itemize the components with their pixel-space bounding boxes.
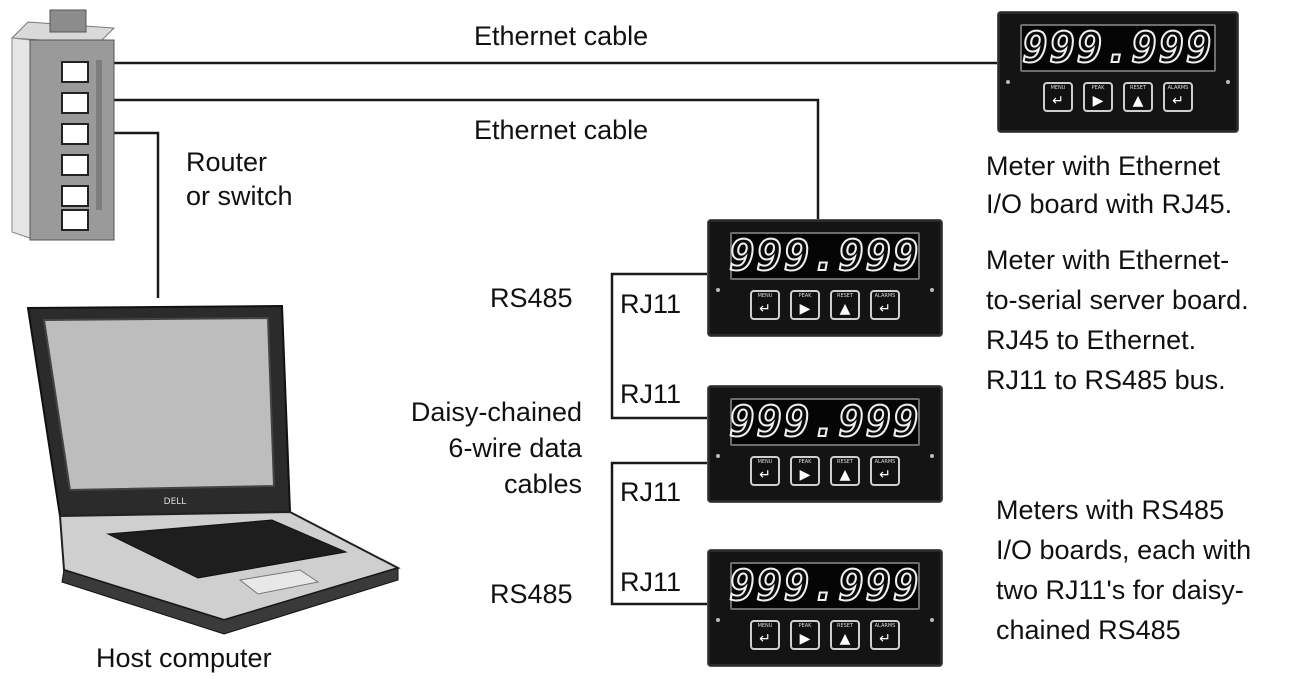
meter-eth-desc-line1: Meter with Ethernet [986,151,1221,181]
rj11-label-2: RJ11 [620,379,682,409]
rj11-label-1: RJ11 [620,289,682,319]
menu-key: MENU↵ [750,456,780,486]
rs485-label-top: RS485 [490,283,573,313]
meter-serial-desc-line4: RJ11 to RS485 bus. [986,365,1226,395]
rj11-label-4: RJ11 [620,567,682,597]
laptop-brand: DELL [164,497,187,507]
meter-keys: MENU↵ PEAK▶ RESET▲ ALARMS↵ [998,82,1238,112]
router-port-6 [61,209,89,231]
reset-key: RESET▲ [830,620,860,650]
rj11-label-3: RJ11 [620,477,682,507]
meter-display-value: 999.999 [728,397,921,446]
router-to-laptop-line [112,131,160,298]
router-label-line2: or switch [186,181,293,211]
router-port-2 [61,92,89,114]
meter-eth-desc-line2: I/O board with RJ45. [986,189,1233,219]
meters-rs485-desc-line4: chained RS485 [996,615,1181,645]
meters-rs485-desc-line1: Meters with RS485 [996,495,1225,525]
peak-key: PEAK▶ [1083,82,1113,112]
connection-lines [112,61,998,606]
meter-keys: MENU↵ PEAK▶ RESET▲ ALARMS↵ [708,620,942,650]
meter-serial-desc-line2: to-serial server board. [986,285,1249,315]
reset-key: RESET▲ [830,290,860,320]
peak-key: PEAK▶ [790,620,820,650]
router-switch [10,9,116,241]
router-side [11,37,31,239]
meter-ethernet-serial: 999.999 MENU↵ PEAK▶ RESET▲ ALARMS↵ [708,220,942,336]
peak-key: PEAK▶ [790,456,820,486]
laptop-screen [42,316,276,492]
rs485-bus-top [610,272,708,420]
meter-rs485-middle: 999.999 MENU↵ PEAK▶ RESET▲ ALARMS↵ [708,386,942,502]
host-computer-label: Host computer [96,643,272,673]
meters-rs485-desc-line3: two RJ11's for daisy- [996,575,1244,605]
reset-key: RESET▲ [830,456,860,486]
daisy-label-line3: cables [503,469,582,499]
meter-display: 999.999 [728,561,921,610]
alarms-key: ALARMS↵ [870,290,900,320]
router-port-5 [61,185,89,207]
daisy-label-line2: 6-wire data [448,433,582,463]
peak-key: PEAK▶ [790,290,820,320]
meter-display-value: 999.999 [728,231,921,280]
ethernet-cable-mid-line [112,98,820,222]
ethernet-cable-label-top: Ethernet cable [474,21,649,51]
meter-rs485-bottom: 999.999 MENU↵ PEAK▶ RESET▲ ALARMS↵ [708,550,942,666]
menu-key: MENU↵ [750,620,780,650]
alarms-key: ALARMS↵ [870,456,900,486]
reset-key: RESET▲ [1123,82,1153,112]
meter-keys: MENU↵ PEAK▶ RESET▲ ALARMS↵ [708,456,942,486]
meter-display: 999.999 [728,231,921,280]
alarms-key: ALARMS↵ [1163,82,1193,112]
laptop-front [61,567,399,635]
ethernet-cable-label-mid: Ethernet cable [474,115,649,145]
meter-serial-desc-line1: Meter with Ethernet- [986,245,1230,275]
router-port-1 [61,61,89,83]
router-port-4 [61,154,89,176]
meter-display: 999.999 [728,397,921,446]
laptop-touchpad [238,569,320,595]
laptop-computer: DELL [26,304,401,635]
meter-serial-desc-line3: RJ45 to Ethernet. [986,325,1197,355]
router-top-clip [49,9,87,33]
meter-display: 999.999 [1020,24,1216,72]
alarms-key: ALARMS↵ [870,620,900,650]
daisy-label-line1: Daisy-chained [410,397,582,427]
meter-ethernet: 999.999 MENU↵ PEAK▶ RESET▲ ALARMS↵ [998,12,1238,132]
meter-keys: MENU↵ PEAK▶ RESET▲ ALARMS↵ [708,290,942,320]
menu-key: MENU↵ [1043,82,1073,112]
rs485-label-bottom: RS485 [490,579,573,609]
meters-rs485-desc-line2: I/O boards, each with [996,535,1252,565]
laptop-keyboard [106,519,348,579]
menu-key: MENU↵ [750,290,780,320]
router-label-line1: Router [186,147,268,177]
meter-display-value: 999.999 [728,561,921,610]
rs485-bus-bottom [610,461,708,606]
router-port-3 [61,123,89,145]
meter-display-value: 999.999 [1021,23,1214,72]
